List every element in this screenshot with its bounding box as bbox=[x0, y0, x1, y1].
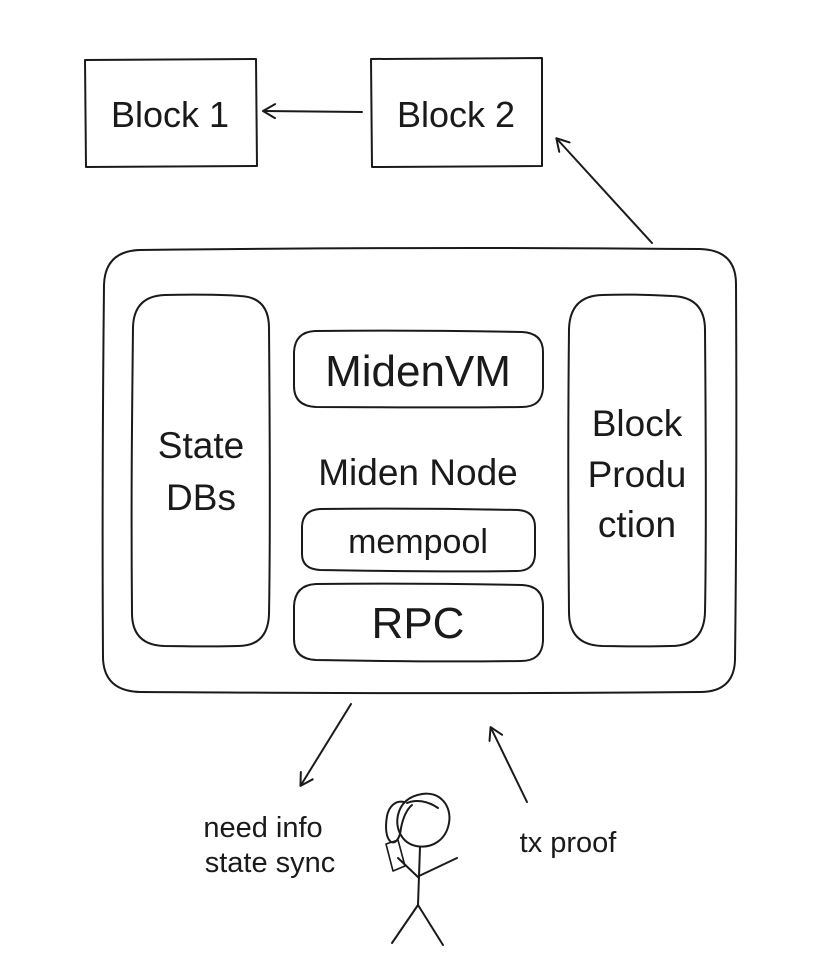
state-dbs-label-line1: State bbox=[158, 425, 244, 466]
rpc: RPC bbox=[293, 582, 544, 663]
node-title: Miden Node bbox=[318, 452, 518, 493]
user-hair-fringe bbox=[406, 799, 439, 809]
tx-proof-label: tx proof bbox=[520, 827, 618, 859]
user-figure-icon bbox=[385, 792, 458, 946]
mempool-label: mempool bbox=[348, 523, 488, 561]
rpc-box bbox=[293, 582, 544, 663]
block-link-arrow bbox=[262, 103, 363, 120]
block-2-label: Block 2 bbox=[397, 94, 515, 135]
block-1: Block 1 bbox=[84, 58, 258, 168]
block-production-label-line3: ction bbox=[598, 504, 676, 545]
block-1-box bbox=[84, 58, 258, 168]
produce-block-arrow bbox=[555, 137, 653, 244]
state-dbs-label-line2: DBs bbox=[166, 477, 236, 518]
mempool: mempool bbox=[301, 507, 536, 573]
block-2-box bbox=[370, 57, 543, 168]
state-dbs-box bbox=[130, 293, 271, 648]
phone-icon bbox=[385, 839, 406, 872]
rpc-label: RPC bbox=[372, 599, 465, 648]
mempool-box bbox=[301, 507, 536, 573]
miden-node-container: State DBs Block Produ ction MidenVM Mide… bbox=[101, 247, 738, 695]
state-sync-arrow bbox=[299, 703, 352, 787]
miden-vm: MidenVM bbox=[293, 329, 544, 409]
state-sync-label-line2: state sync bbox=[205, 847, 336, 879]
user-arm-right bbox=[418, 857, 458, 877]
block-2: Block 2 bbox=[370, 57, 543, 168]
block-production-label-line2: Produ bbox=[588, 454, 687, 495]
miden-vm-label: MidenVM bbox=[325, 347, 511, 396]
block-production: Block Produ ction bbox=[567, 293, 707, 648]
state-sync-label-line1: need info bbox=[203, 812, 322, 844]
user-leg-left bbox=[391, 904, 419, 944]
node-outline bbox=[101, 247, 738, 695]
tx-proof-arrow bbox=[488, 726, 528, 803]
user-arm-left bbox=[397, 857, 420, 879]
state-dbs: State DBs bbox=[130, 293, 271, 648]
block-1-label: Block 1 bbox=[111, 94, 229, 135]
user-head bbox=[396, 792, 451, 848]
block-production-box bbox=[567, 293, 707, 648]
user-hair bbox=[385, 800, 413, 844]
block-production-label-line1: Block bbox=[592, 403, 683, 444]
user-leg-right bbox=[417, 904, 444, 946]
miden-vm-box bbox=[293, 329, 544, 409]
